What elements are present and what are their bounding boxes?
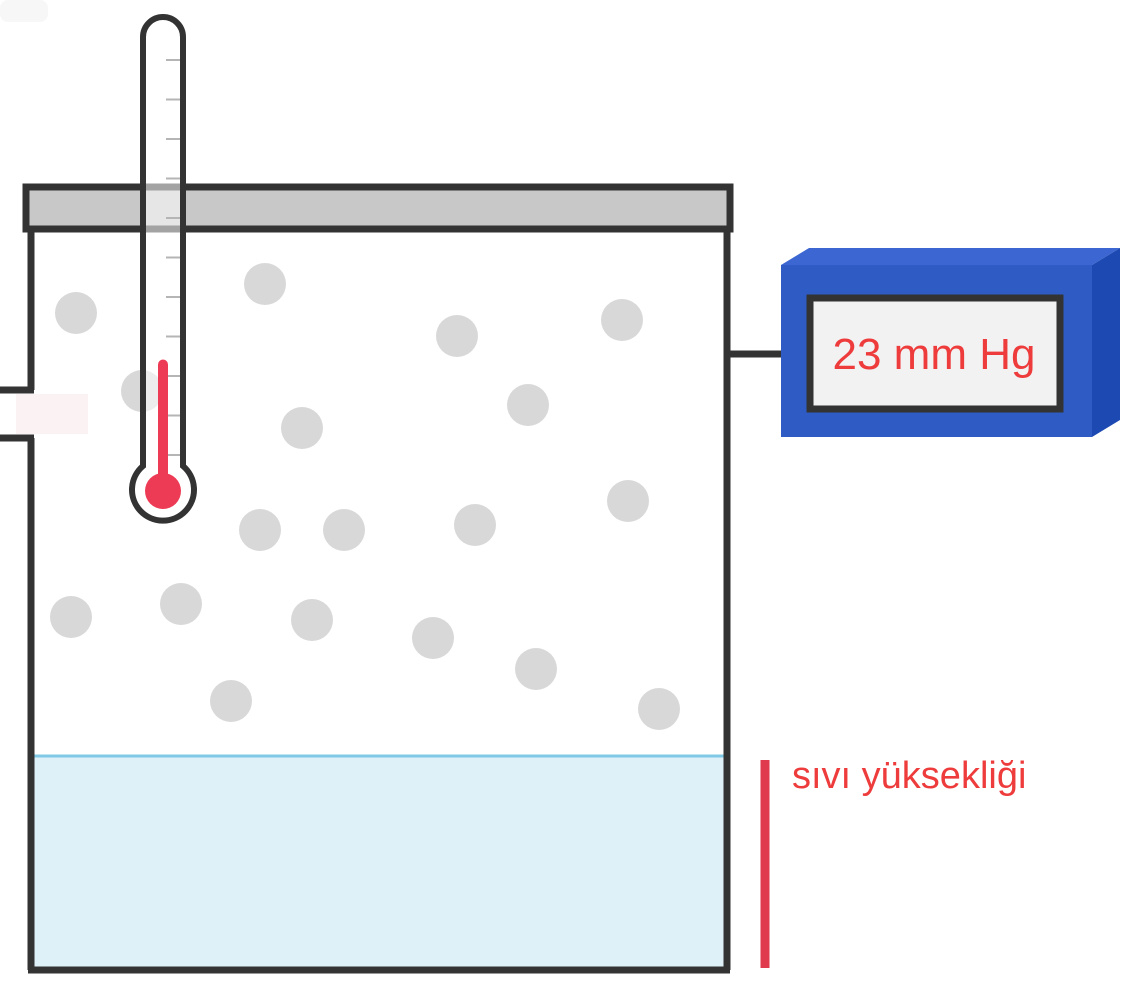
pressure-gauge: 23 mm Hg (781, 248, 1120, 437)
vapor-particle (454, 504, 496, 546)
liquid-body (34, 756, 724, 968)
vapor-particle (323, 509, 365, 551)
vapor-particle (50, 596, 92, 638)
gauge-screen (806, 294, 1064, 413)
vapor-particle (55, 292, 97, 334)
pressure-reading: 23 mm Hg (833, 330, 1036, 379)
inlet-pipe-glow (16, 394, 88, 434)
vapor-particle (436, 315, 478, 357)
container-lid (22, 183, 734, 233)
thermometer-mercury-column (158, 359, 168, 490)
vapor-particle (638, 688, 680, 730)
vapor-particle (244, 263, 286, 305)
thermometer-bulb (145, 473, 181, 509)
vapor-particle (239, 509, 281, 551)
vapor-particle (412, 617, 454, 659)
vapor-particle (160, 583, 202, 625)
vapor-particles (50, 263, 680, 730)
vapor-particle (291, 599, 333, 641)
vapor-particle (210, 680, 252, 722)
vapor-particle (601, 299, 643, 341)
thermometer-scale (166, 59, 180, 456)
vapor-particle (515, 648, 557, 690)
vapor-particle (507, 384, 549, 426)
gauge-top-face (781, 248, 1120, 265)
corner-artifact (0, 0, 48, 22)
gauge-side-face (1092, 248, 1120, 437)
vapor-particle (281, 407, 323, 449)
thermometer-tube (129, 14, 197, 524)
liquid-height-label: sıvı yüksekliği (792, 755, 1026, 797)
vapor-particle (607, 480, 649, 522)
thermometer (129, 14, 197, 524)
